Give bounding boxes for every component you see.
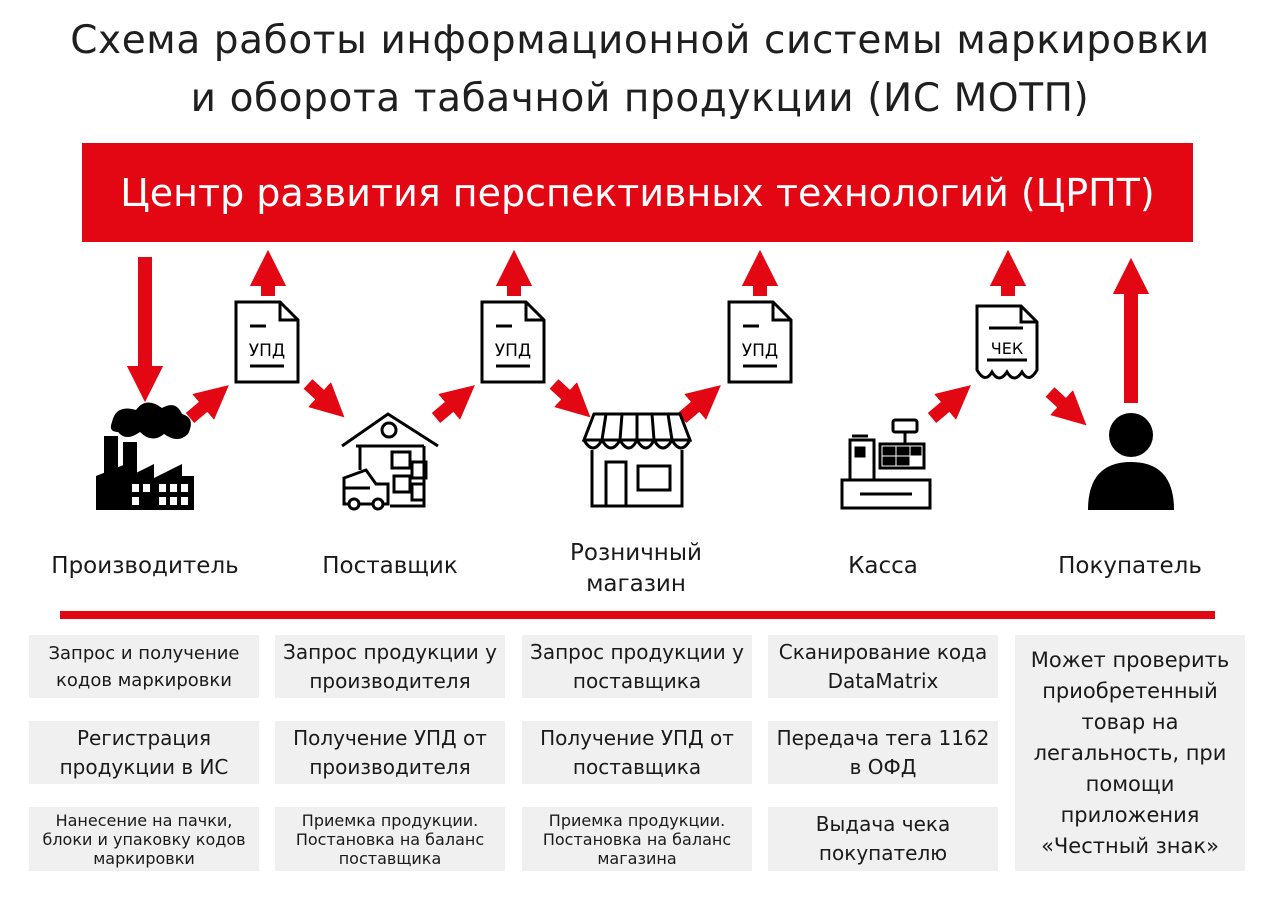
- warehouse-icon: [341, 412, 439, 511]
- info-box: Получение УПД от производителя: [275, 721, 505, 784]
- doc-label: ЧЕК: [991, 339, 1024, 358]
- actor-label-register: Касса: [848, 553, 918, 579]
- info-box: Регистрация продукции в ИС: [29, 721, 259, 784]
- info-box: Запрос продукции у производителя: [275, 635, 505, 698]
- info-box-buyer: Может проверить приобретенный товар на л…: [1015, 635, 1245, 871]
- arrow-receipt-to-buyer: [1045, 387, 1087, 426]
- actor-label-store: Розничный магазин: [570, 540, 702, 597]
- person-icon: [1088, 413, 1174, 510]
- page-title: Схема работы информационной системы марк…: [0, 12, 1280, 128]
- info-box: Запрос и получение кодов маркировки: [29, 635, 259, 698]
- receipt-icon: ЧЕК: [975, 304, 1039, 380]
- arrow-store-to-upd: [677, 385, 721, 423]
- info-box: Сканирование кода DataMatrix: [768, 635, 998, 698]
- document-icon: УПД: [480, 300, 546, 384]
- info-box: Нанесение на пачки, блоки и упаковку код…: [29, 807, 259, 871]
- banner-text: Центр развития перспективных технологий …: [120, 170, 1155, 215]
- crpt-banner: Центр развития перспективных технологий …: [82, 143, 1193, 242]
- title-line-2: и оборота табачной продукции (ИС МОТП): [190, 76, 1090, 121]
- store-icon: [581, 412, 693, 508]
- info-box: Получение УПД от поставщика: [522, 721, 752, 784]
- arrow-upd-to-store: [549, 379, 591, 418]
- actor-label-buyer: Покупатель: [1058, 553, 1202, 579]
- arrow-supplier-to-upd: [431, 385, 475, 423]
- actor-label-producer: Производитель: [51, 553, 239, 579]
- info-box: Запрос продукции у поставщика: [522, 635, 752, 698]
- doc-label: УПД: [495, 341, 531, 361]
- document-icon: УПД: [234, 300, 300, 384]
- arrow-register-to-receipt: [927, 385, 971, 423]
- actor-label-supplier: Поставщик: [322, 553, 458, 579]
- red-divider: [60, 611, 1215, 619]
- info-box: Приемка продукции. Постановка на баланс …: [522, 807, 752, 871]
- info-box: Передача тега 1162 в ОФД: [768, 721, 998, 784]
- factory-icon: [96, 402, 194, 510]
- arrow-upd-to-supplier: [303, 379, 345, 418]
- doc-label: УПД: [742, 341, 778, 361]
- info-box: Приемка продукции. Постановка на баланс …: [275, 807, 505, 871]
- document-icon: УПД: [727, 300, 793, 384]
- info-box: Выдача чека покупателю: [768, 807, 998, 871]
- title-line-1: Схема работы информационной системы марк…: [70, 18, 1210, 63]
- cash-register-icon: [840, 418, 932, 510]
- doc-label: УПД: [249, 341, 285, 361]
- arrow-producer-to-upd: [185, 385, 229, 423]
